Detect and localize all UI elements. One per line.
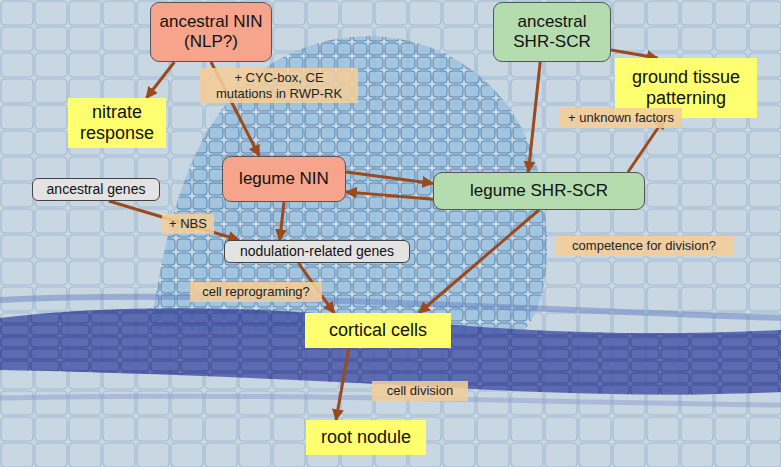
node-label: root nodule — [321, 427, 411, 448]
edge-label: competence for division? — [555, 236, 733, 256]
edge-label: cell division — [372, 381, 468, 401]
shr-scr-box: ancestral SHR-SCR — [493, 2, 611, 62]
nin-gene-box: legume NIN — [222, 156, 346, 202]
flow-arrow — [280, 202, 284, 240]
flow-arrow — [419, 210, 539, 313]
flow-arrow — [336, 348, 349, 420]
gene-group-box: nodulation-related genes — [224, 240, 410, 263]
flow-arrow — [146, 62, 174, 98]
flow-arrow — [109, 201, 239, 240]
node-label: ground tissue patterning — [619, 67, 753, 108]
nin-gene-box: ancestral NIN (NLP?) — [150, 2, 272, 62]
node-label: ancestral genes — [47, 181, 146, 197]
outcome-box: nitrate response — [68, 98, 166, 148]
node-label: nodulation-related genes — [240, 243, 394, 259]
node-label: legume NIN — [239, 169, 329, 189]
node-label: nitrate response — [72, 102, 162, 143]
flow-arrow — [346, 192, 433, 199]
flow-arrow — [611, 50, 658, 58]
node-label: ancestral NIN (NLP?) — [155, 12, 267, 51]
edge-label: + NBS — [162, 214, 214, 234]
outcome-box: root nodule — [306, 420, 426, 455]
edge-label: + unknown factors — [560, 108, 682, 128]
flow-arrow — [346, 172, 433, 183]
outcome-box: cortical cells — [305, 313, 451, 348]
gene-group-box: ancestral genes — [32, 178, 160, 201]
node-label: cortical cells — [329, 320, 427, 341]
edge-label: + CYC-box, CE mutations in RWP-RK — [200, 68, 358, 103]
flow-arrow — [528, 62, 540, 172]
node-label: legume SHR-SCR — [470, 181, 608, 201]
edge-label: cell reprograming? — [190, 282, 322, 302]
node-label: ancestral SHR-SCR — [498, 12, 606, 51]
shr-scr-box: legume SHR-SCR — [433, 172, 645, 210]
